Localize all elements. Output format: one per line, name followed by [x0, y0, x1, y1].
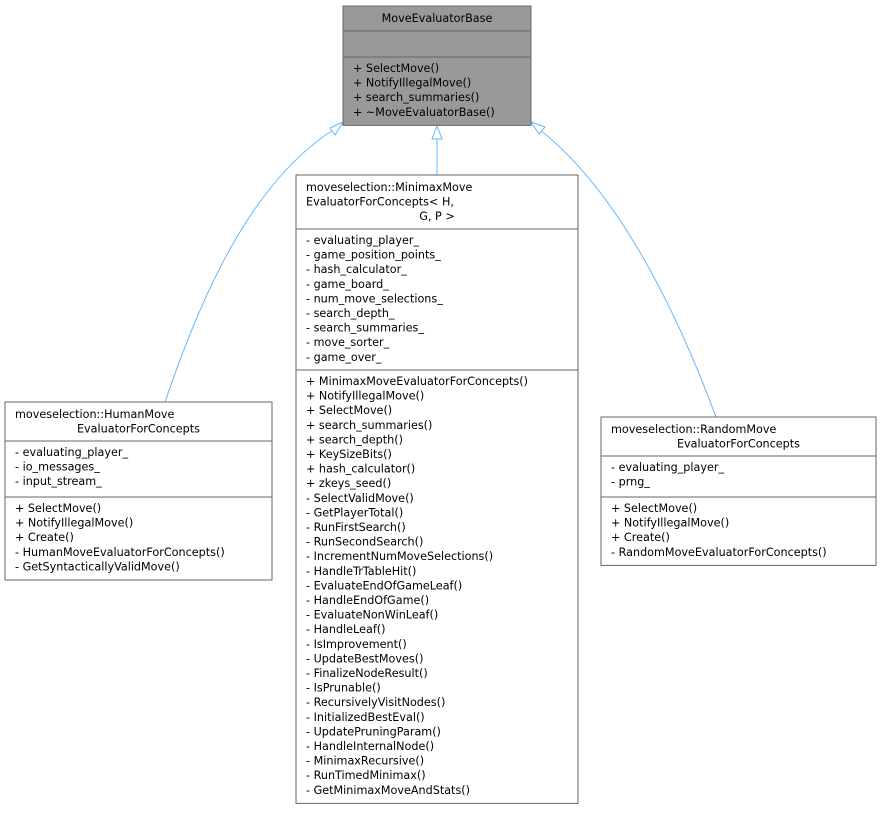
class-method: - HandleInternalNode() — [306, 740, 434, 753]
class-attribute: - evaluating_player_ — [15, 446, 128, 459]
class-method: - HumanMoveEvaluatorForConcepts() — [15, 546, 225, 559]
class-method: + SelectMove() — [15, 502, 101, 515]
class-box-frame — [342, 5, 532, 126]
class-box-frame — [4, 401, 273, 581]
class-attribute: - hash_calculator_ — [306, 263, 407, 276]
class-method: - SelectValidMove() — [306, 492, 414, 505]
class-method: - IsImprovement() — [306, 638, 407, 651]
class-attribute: - prng_ — [611, 476, 650, 489]
arrowhead-minimax — [431, 124, 443, 140]
class-method: + MinimaxMoveEvaluatorForConcepts() — [306, 375, 528, 388]
class-method: + SelectMove() — [306, 404, 392, 417]
class-attribute: - evaluating_player_ — [611, 461, 724, 474]
class-attribute: - game_position_points_ — [306, 249, 441, 262]
class-method: - UpdateBestMoves() — [306, 652, 423, 665]
class-method: - HandleTrTableHit() — [306, 565, 416, 578]
class-method: - EvaluateNonWinLeaf() — [306, 609, 438, 622]
class-method: - UpdatePruningParam() — [306, 725, 441, 738]
edge-random-to-base — [535, 126, 717, 418]
class-method: - RunTimedMinimax() — [306, 769, 426, 782]
class-method: - HandleLeaf() — [306, 623, 386, 636]
class-method: + SelectMove() — [611, 502, 697, 515]
class-method: + NotifyIllegalMove() — [306, 390, 424, 403]
edge-human-to-base — [164, 126, 339, 403]
class-title: moveselection::RandomMove — [611, 423, 777, 436]
class-attribute: - move_sorter_ — [306, 336, 390, 349]
class-title: EvaluatorForConcepts — [677, 438, 800, 451]
inheritance-edges — [164, 120, 717, 418]
class-method: - EvaluateEndOfGameLeaf() — [306, 579, 462, 592]
class-attribute: - game_over_ — [306, 351, 382, 364]
class-attribute: - search_depth_ — [306, 307, 395, 320]
class-attribute: - io_messages_ — [15, 461, 100, 474]
arrowhead-human — [329, 120, 345, 136]
class-method: - RandomMoveEvaluatorForConcepts() — [611, 546, 827, 559]
class-attribute: - evaluating_player_ — [306, 234, 419, 247]
class-method: - IncrementNumMoveSelections() — [306, 550, 493, 563]
class-method: + Create() — [611, 531, 670, 544]
class-title: moveselection::HumanMove — [15, 408, 175, 421]
class-box-frame — [600, 416, 877, 566]
class-method: - GetMinimaxMoveAndStats() — [306, 784, 470, 797]
class-attribute: - game_board_ — [306, 278, 389, 291]
class-method: - RunSecondSearch() — [306, 536, 423, 549]
class-title: MoveEvaluatorBase — [382, 12, 493, 25]
class-method: - IsPrunable() — [306, 682, 381, 695]
class-title: G, P > — [419, 210, 454, 223]
class-method: - GetSyntacticallyValidMove() — [15, 560, 180, 573]
class-method: - MinimaxRecursive() — [306, 755, 424, 768]
class-box-human[interactable]: moveselection::HumanMoveEvaluatorForConc… — [4, 401, 273, 581]
class-method: + NotifyIllegalMove() — [611, 517, 729, 530]
class-box-frame — [295, 174, 579, 804]
class-method: - HandleEndOfGame() — [306, 594, 429, 607]
class-method: + search_summaries() — [306, 419, 432, 432]
class-title: EvaluatorForConcepts — [77, 423, 200, 436]
arrowhead-random — [529, 121, 546, 135]
class-method: + Create() — [15, 531, 74, 544]
class-method: + search_summaries() — [353, 91, 479, 104]
class-box-random[interactable]: moveselection::RandomMoveEvaluatorForCon… — [600, 416, 877, 566]
class-method: - GetPlayerTotal() — [306, 506, 403, 519]
class-method: + hash_calculator() — [306, 463, 415, 476]
class-method: + ~MoveEvaluatorBase() — [353, 106, 495, 119]
class-attribute: - input_stream_ — [15, 475, 102, 488]
class-method: - FinalizeNodeResult() — [306, 667, 428, 680]
class-attribute: - search_summaries_ — [306, 322, 424, 335]
class-title: EvaluatorForConcepts< H, — [306, 196, 454, 209]
class-method: - InitializedBestEval() — [306, 711, 425, 724]
class-method: + zkeys_seed() — [306, 477, 391, 490]
class-box-base[interactable]: MoveEvaluatorBase + SelectMove() + NotifyI… — [342, 5, 532, 126]
class-method: + NotifyIllegalMove() — [15, 517, 133, 530]
class-method: + SelectMove() — [353, 62, 439, 75]
class-method: + NotifyIllegalMove() — [353, 77, 471, 90]
class-title: moveselection::MinimaxMove — [306, 181, 473, 194]
class-method: - RecursivelyVisitNodes() — [306, 696, 445, 709]
class-method: + search_depth() — [306, 433, 403, 446]
class-attribute: - num_move_selections_ — [306, 292, 443, 305]
class-method: - RunFirstSearch() — [306, 521, 406, 534]
class-box-minimax[interactable]: moveselection::MinimaxMoveEvaluatorForCo… — [295, 174, 579, 804]
class-method: + KeySizeBits() — [306, 448, 392, 461]
